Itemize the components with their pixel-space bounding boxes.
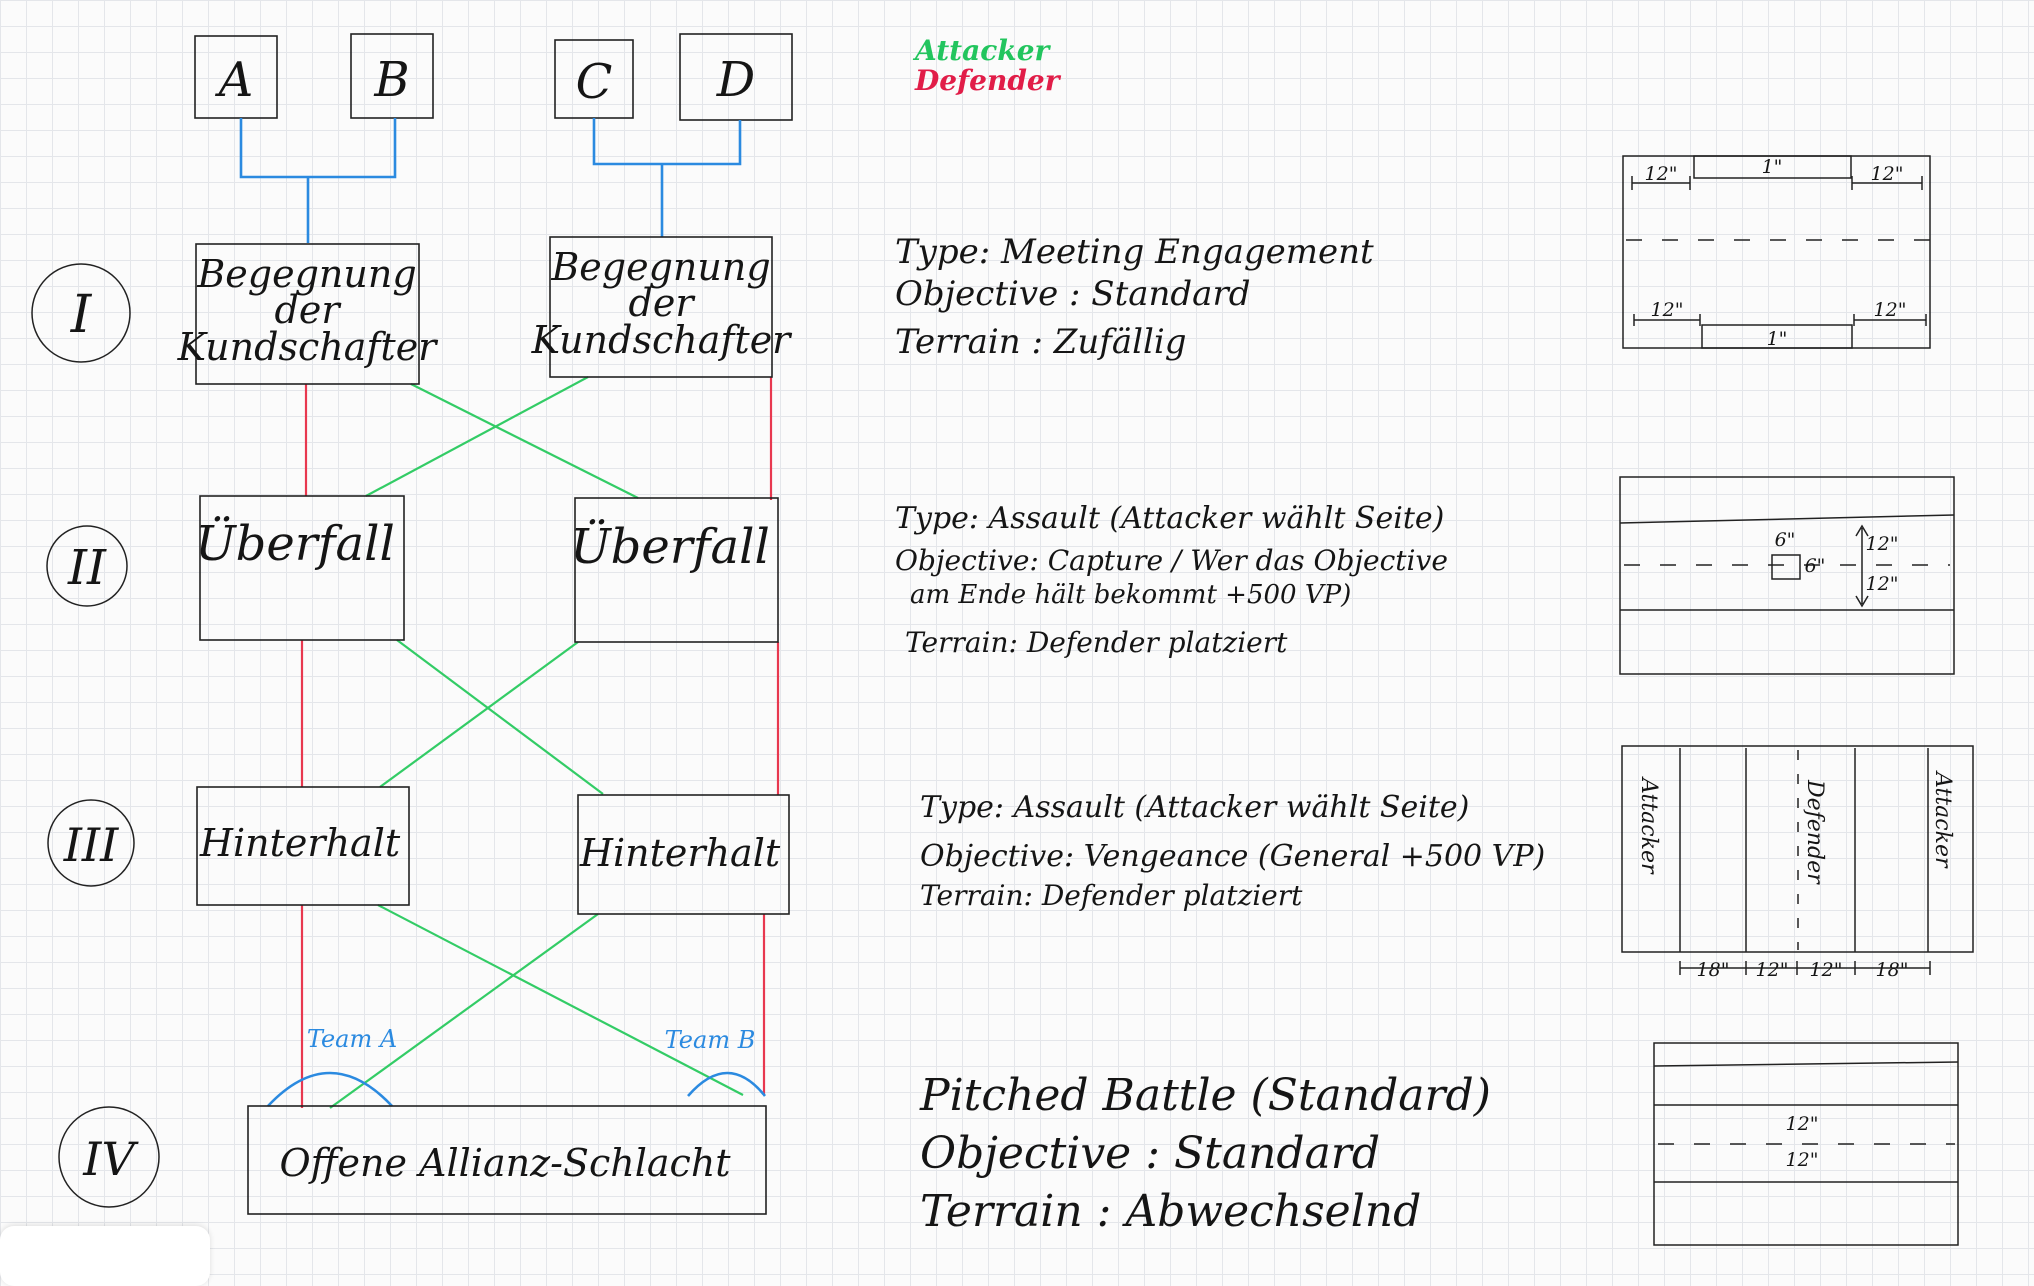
map-4-bottom-dim: 12"	[1786, 1149, 1819, 1171]
match-1-left-line-2: der	[275, 288, 343, 332]
team-box-b[interactable]	[350, 33, 434, 119]
notes-1-terrain: Terrain : Zufällig	[895, 322, 1187, 362]
round-marker-3	[47, 799, 135, 887]
round-numeral-1: I	[70, 285, 93, 345]
map-3-dim-3: 12"	[1810, 959, 1843, 981]
match-box-3-left[interactable]	[196, 786, 410, 906]
attacker-line-3	[396, 639, 604, 795]
notes-1-type: Type: Meeting Engagement	[895, 232, 1374, 272]
team-a-arc	[267, 1071, 393, 1107]
map-1-dim-tr: 12"	[1871, 163, 1904, 185]
match-3-left-label: Hinterhalt	[199, 821, 401, 865]
match-2-left-label: Überfall	[195, 515, 395, 572]
tournament-diagram: A B C D Begegnung der Kundschafter Begeg…	[31, 33, 1974, 1246]
map-3-dim-4: 18"	[1876, 959, 1909, 981]
round-numeral-2: II	[67, 540, 107, 596]
map-2-deployment: 6" 6" 12" 12"	[1619, 476, 1955, 675]
map-3-zone-right: Attacker	[1930, 770, 1955, 869]
map-4-deployment: 12" 12"	[1653, 1042, 1959, 1246]
match-1-right-line-2: der	[629, 281, 697, 325]
match-1-left-line-1: Begegnung	[196, 252, 416, 296]
match-1-left-line-3: Kundschafter	[177, 325, 440, 369]
legend-attacker: Attacker	[912, 34, 1052, 67]
map-3-zone-center: Defender	[1802, 779, 1827, 885]
map-2-dist: 6"	[1775, 529, 1796, 551]
map-1-dim-br: 12"	[1874, 299, 1907, 321]
team-a-label: Team A	[307, 1025, 397, 1053]
match-box-2-left[interactable]	[199, 495, 405, 641]
notes-4-objective: Objective : Standard	[920, 1128, 1380, 1179]
match-3-right-label: Hinterhalt	[579, 831, 781, 875]
pairing-bracket-cd	[592, 118, 742, 237]
round-numeral-3: III	[63, 818, 119, 872]
round-marker-1	[31, 263, 131, 363]
match-1-right-line-1: Begegnung	[550, 245, 770, 289]
map-3-dim-1: 18"	[1697, 959, 1730, 981]
round-marker-4	[58, 1106, 160, 1208]
attacker-line-2	[365, 376, 589, 497]
map-1-bottom-zone: 1"	[1767, 328, 1788, 350]
notes-2-type: Type: Assault (Attacker wählt Seite)	[895, 501, 1444, 536]
map-3-dim-2: 12"	[1756, 959, 1789, 981]
team-box-d[interactable]	[679, 33, 793, 121]
map-2-up: 12"	[1866, 533, 1899, 555]
map-1-top-zone: 1"	[1762, 156, 1783, 178]
match-box-1-right[interactable]	[549, 236, 773, 378]
notes-2-objective-cont: am Ende hält bekommt +500 VP)	[910, 580, 1351, 610]
round-numeral-4: IV	[82, 1132, 139, 1186]
map-3-deployment: Attacker Defender Attacker 18" 12" 12" 1…	[1621, 745, 1974, 981]
round-marker-2	[46, 525, 128, 607]
team-label-d: D	[716, 52, 755, 108]
match-2-right-label: Überfall	[570, 518, 770, 575]
map-1-deployment: 1" 1" 12" 12" 12" 12"	[1622, 155, 1931, 350]
notes-3-terrain: Terrain: Defender platziert	[920, 879, 1303, 912]
map-4-top-dim: 12"	[1786, 1113, 1819, 1135]
notes-4-terrain: Terrain : Abwechselnd	[920, 1186, 1421, 1237]
notes-1-objective: Objective : Standard	[895, 274, 1250, 314]
notes-3-objective: Objective: Vengeance (General +500 VP)	[920, 839, 1545, 874]
match-box-2-right[interactable]	[574, 497, 779, 643]
team-label-b: B	[373, 52, 409, 108]
match-4-final-label: Offene Allianz-Schlacht	[279, 1141, 731, 1185]
map-1-dim-bl: 12"	[1651, 299, 1684, 321]
team-label-a: A	[215, 52, 254, 108]
team-box-a[interactable]	[194, 35, 278, 119]
match-1-right-line-3: Kundschafter	[531, 318, 794, 362]
attacker-line-5	[377, 904, 744, 1096]
match-box-1-left[interactable]	[195, 243, 420, 385]
pairing-bracket-ab	[239, 118, 397, 243]
legend-defender: Defender	[914, 64, 1062, 97]
match-box-4-final[interactable]	[247, 1105, 767, 1215]
team-b-label: Team B	[665, 1026, 756, 1054]
team-label-c: C	[576, 54, 613, 110]
match-box-3-right[interactable]	[577, 794, 790, 915]
map-1-dim-tl: 12"	[1645, 163, 1678, 185]
notes-3-type: Type: Assault (Attacker wählt Seite)	[920, 790, 1469, 825]
attacker-line-6	[329, 913, 599, 1109]
map-3-zone-left: Attacker	[1636, 776, 1661, 875]
notes-2-terrain: Terrain: Defender platziert	[905, 626, 1288, 659]
bottom-toolbar-tab[interactable]	[0, 1226, 210, 1286]
attacker-line-1	[410, 383, 639, 499]
team-b-arc	[687, 1071, 767, 1097]
notes-4-type: Pitched Battle (Standard)	[919, 1070, 1491, 1121]
map-2-down: 12"	[1866, 573, 1899, 595]
notes-2-objective: Objective: Capture / Wer das Objective	[895, 544, 1448, 577]
attacker-line-4	[379, 641, 579, 788]
map-2-dist2: 6"	[1805, 555, 1826, 577]
